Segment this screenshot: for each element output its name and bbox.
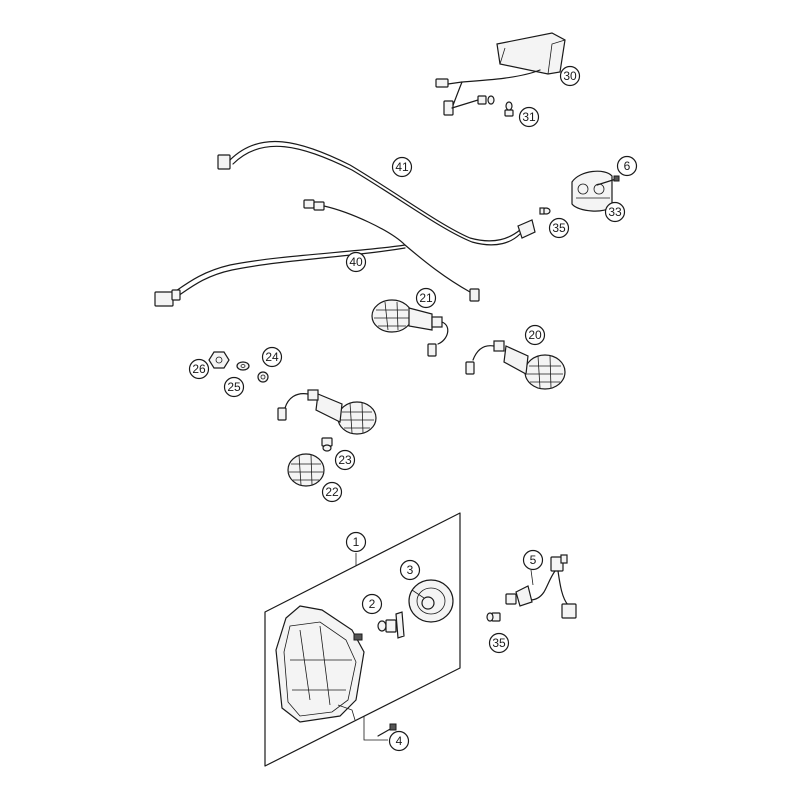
callout-25: 25 [223,376,245,398]
callout-2: 2 [361,593,383,615]
tail-light [571,170,613,212]
svg-text:33: 33 [608,205,622,219]
callout-4: 4 [388,730,410,752]
callout-26: 26 [188,358,210,380]
wiring-harness-40 [154,199,480,307]
turn-signal-21 [371,299,449,357]
callout-35-lower: 35 [488,632,510,654]
washer-25 [236,361,250,371]
turn-signal-20 [465,340,566,390]
svg-text:3: 3 [407,563,414,577]
callout-30: 30 [559,65,581,87]
screw-4 [377,723,397,737]
callout-3: 3 [399,559,421,581]
callout-6: 6 [616,155,638,177]
dust-cover-3 [408,579,454,623]
headlight-group-outline [264,512,461,767]
svg-text:5: 5 [530,553,537,567]
svg-text:4: 4 [396,734,403,748]
screw-6 [596,175,620,186]
turn-signal-rear [277,389,377,435]
svg-text:21: 21 [419,291,433,305]
license-plate-bulb [504,101,514,117]
svg-text:1: 1 [353,535,360,549]
callout-5: 5 [522,549,544,571]
svg-text:25: 25 [227,380,241,394]
svg-text:40: 40 [349,255,363,269]
callout-41: 41 [391,156,413,178]
callout-20: 20 [524,324,546,346]
callout-33: 33 [604,201,626,223]
svg-text:2: 2 [369,597,376,611]
headlight-bulb [377,611,405,639]
license-plate-light [435,32,566,116]
headlight-housing [275,605,365,723]
svg-text:41: 41 [395,160,409,174]
svg-text:30: 30 [563,69,577,83]
svg-text:22: 22 [325,485,339,499]
callout-24: 24 [261,346,283,368]
parking-bulb [486,612,501,622]
svg-text:26: 26 [192,362,206,376]
callout-23: 23 [334,449,356,471]
leader-lines [355,553,534,741]
wiring-harness-41 [217,140,536,246]
parking-light-wiring [505,554,577,619]
callout-21: 21 [415,287,437,309]
svg-text:24: 24 [265,350,279,364]
callout-35-upper: 35 [548,217,570,239]
washer-24 [257,371,269,383]
svg-text:35: 35 [492,636,506,650]
nut-26 [208,351,230,369]
svg-text:6: 6 [624,159,631,173]
svg-text:31: 31 [522,110,536,124]
bulb-23 [321,437,333,452]
callout-1: 1 [345,531,367,553]
svg-text:35: 35 [552,221,566,235]
svg-text:20: 20 [528,328,542,342]
callout-40: 40 [345,251,367,273]
callout-22: 22 [321,481,343,503]
callout-31: 31 [518,106,540,128]
svg-text:23: 23 [338,453,352,467]
tail-bulb [539,207,551,215]
lens-22 [287,453,325,487]
